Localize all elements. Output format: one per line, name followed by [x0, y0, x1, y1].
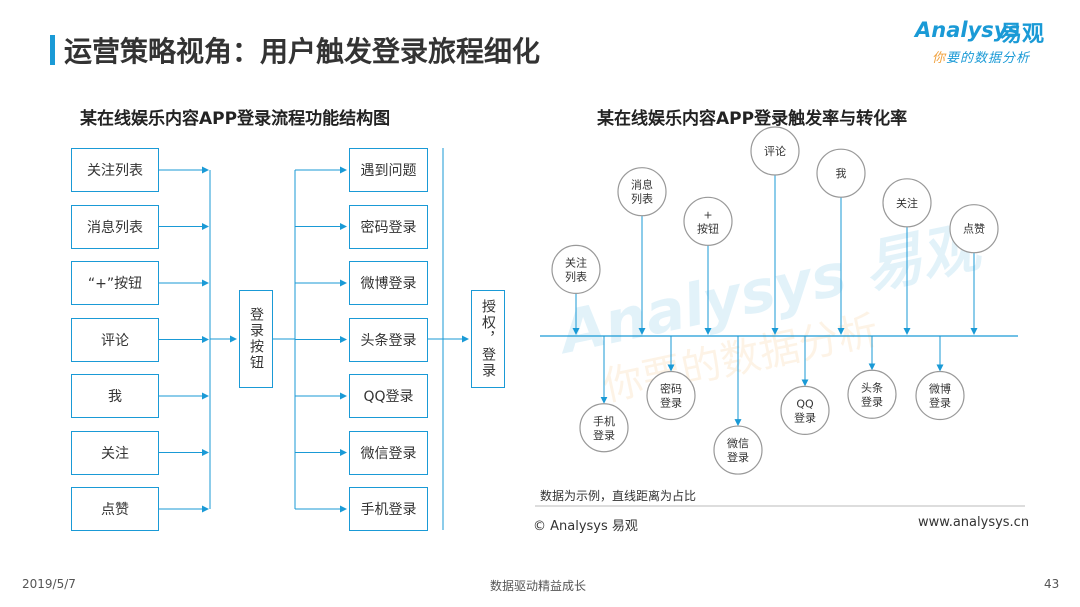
svg-text:微博: 微博: [929, 382, 951, 396]
svg-text:头条: 头条: [861, 380, 883, 394]
conversion-rate-bubble: 微信登录: [713, 425, 763, 475]
svg-text:点赞: 点赞: [963, 223, 985, 236]
svg-text:手机: 手机: [593, 414, 615, 428]
svg-text:+: +: [703, 208, 712, 221]
website-text: www.analysys.cn: [918, 515, 1030, 530]
footer-date: 2019/5/7: [22, 577, 76, 591]
login-method-box: 密码登录: [349, 204, 428, 249]
conversion-rate-bubble: 微博登录: [915, 370, 965, 421]
svg-text:登录: 登录: [861, 394, 883, 408]
conversion-rate-bubble: QQ登录: [780, 385, 830, 435]
login-button-node: 登录按钮: [239, 290, 273, 388]
svg-text:登录: 登录: [593, 428, 615, 442]
svg-text:关注: 关注: [896, 196, 918, 210]
svg-text:我: 我: [836, 167, 847, 180]
trigger-box: 关注列表: [71, 148, 159, 192]
login-method-box: 头条登录: [349, 317, 428, 362]
svg-text:QQ: QQ: [796, 397, 814, 410]
trigger-rate-bubble: 消息列表: [617, 167, 667, 217]
page-number: 43: [1044, 577, 1060, 591]
login-method-box: QQ登录: [349, 374, 428, 418]
title-accent-bar: [50, 35, 55, 65]
diagram-note: 数据为示例，直线距离为占比: [540, 489, 697, 503]
trigger-box: 我: [71, 374, 159, 418]
trigger-box: 消息列表: [71, 204, 159, 249]
svg-text:按钮: 按钮: [697, 221, 719, 235]
brand-logo-cn: 易观: [1000, 22, 1045, 47]
brand-logo: Analysys: [915, 18, 1020, 42]
conversion-rate-bubble: 密码登录: [646, 370, 696, 421]
right-panel-title: 某在线娱乐内容APP登录触发率与转化率: [597, 109, 908, 129]
svg-text:列表: 列表: [565, 269, 587, 283]
svg-text:微信: 微信: [727, 436, 749, 450]
svg-text:登录: 登录: [727, 450, 749, 464]
trigger-box: 关注: [71, 430, 159, 475]
trigger-rate-bubble: 点赞: [949, 204, 999, 254]
brand-slogan: 你要的数据分析: [932, 47, 1030, 66]
trigger-box: “+”按钮: [71, 261, 159, 305]
trigger-box: 评论: [71, 317, 159, 362]
conversion-rate-bubble: 手机登录: [579, 403, 629, 453]
trigger-rate-bubble: 评论: [750, 126, 800, 176]
trigger-rate-bubble: 关注: [882, 178, 932, 228]
login-method-box: 微信登录: [349, 430, 428, 475]
login-method-box: 手机登录: [349, 487, 428, 531]
trigger-box: 点赞: [71, 487, 159, 531]
page-title: 运营策略视角：用户触发登录旅程细化: [64, 35, 541, 68]
left-panel-title: 某在线娱乐内容APP登录流程功能结构图: [80, 109, 391, 129]
trigger-rate-bubble: +按钮: [683, 196, 733, 246]
svg-text:密码: 密码: [660, 382, 682, 396]
svg-text:登录: 登录: [794, 410, 816, 424]
slogan-first-char: 你: [932, 51, 947, 66]
slogan-rest: 要的数据分析: [946, 51, 1031, 66]
svg-text:关注: 关注: [565, 255, 587, 269]
svg-text:评论: 评论: [764, 144, 786, 158]
svg-text:登录: 登录: [660, 396, 682, 410]
svg-text:列表: 列表: [631, 192, 653, 206]
trigger-rate-bubble: 关注列表: [551, 244, 601, 294]
conversion-rate-bubble: 头条登录: [847, 369, 897, 419]
copyright-text: © Analysys 易观: [533, 519, 638, 534]
svg-text:登录: 登录: [929, 396, 951, 410]
authorize-login-node: 授权，登录: [471, 290, 505, 388]
login-method-box: 微博登录: [349, 261, 428, 305]
svg-text:消息: 消息: [631, 178, 653, 192]
login-method-box: 遇到问题: [349, 148, 428, 192]
footer-slogan: 数据驱动精益成长: [490, 579, 587, 593]
trigger-rate-bubble: 我: [816, 148, 866, 198]
